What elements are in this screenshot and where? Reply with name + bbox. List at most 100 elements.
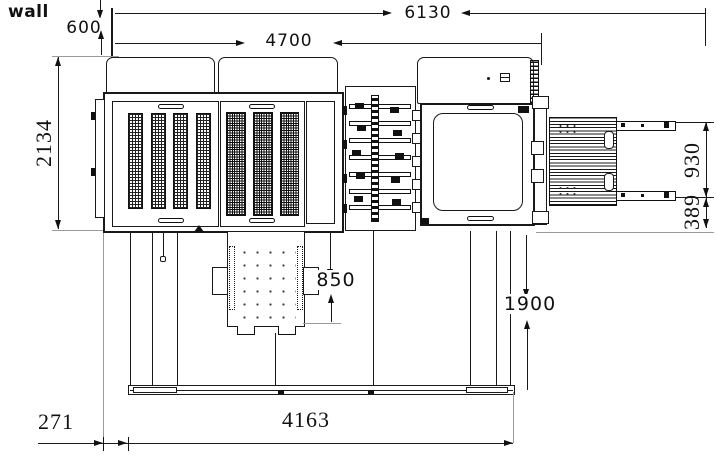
door-handle [158, 218, 184, 223]
feeder-hinge [342, 174, 347, 183]
base-rail-clamp [368, 390, 374, 394]
dim-2134-line [58, 57, 59, 229]
cabinet-hinge [412, 110, 421, 121]
dim-600-line [100, 0, 101, 12]
fork-bolt [621, 123, 625, 127]
base-rail-clamp [278, 390, 284, 394]
dim-271-arrow-1 [94, 440, 103, 446]
right-cabinet-side-wall [534, 96, 547, 225]
corner-latch [518, 106, 529, 113]
dim-600-line2 [101, 38, 102, 55]
left-cabinet-lid-2 [218, 57, 338, 95]
dim-389-arrow-up [703, 198, 709, 207]
stacker-fork-bottom [616, 191, 676, 201]
dim-1900-line-bottom [527, 329, 528, 390]
dim-4700-line-right [342, 43, 541, 44]
dim-base-offset: 271 [28, 411, 84, 433]
feeder-rail [349, 155, 411, 160]
side-panel-hinge [91, 168, 95, 176]
feeder-rail [349, 172, 411, 177]
feeder-hinge [342, 140, 347, 149]
fork-bolt [641, 194, 644, 197]
foot-marker [194, 225, 204, 232]
table-foot [237, 326, 255, 335]
door-handle [249, 218, 275, 223]
base-rail-inner-line [130, 390, 513, 391]
dim-1900-arrow-down [523, 289, 529, 298]
dim-1900-line-top [526, 235, 527, 291]
feeder-rail [349, 104, 411, 109]
feeder-gripper [392, 199, 401, 205]
dim-6130-arrow-left [461, 10, 470, 16]
dim-930-ext-mid [676, 197, 714, 198]
base-frame-left-edge [130, 233, 131, 388]
base-rail-foot [133, 387, 177, 393]
feeder-chain [371, 95, 379, 222]
dim-930-ext-top [676, 122, 714, 123]
stacker-slot [604, 131, 614, 149]
dim-4163-ext-right [513, 392, 514, 443]
vent-grille [151, 113, 166, 209]
vent-grille [128, 113, 143, 209]
stacker-fork-top [616, 121, 676, 131]
side-panel-hinge [91, 112, 95, 120]
fork-bolt [664, 192, 669, 198]
dim-base-length: 4163 [268, 409, 344, 431]
dim-271-ext-left [103, 233, 104, 443]
dim-389-arrow-down [703, 219, 709, 228]
table-edge-strip [297, 246, 303, 310]
dim-6130-ext [705, 8, 706, 46]
side-wall-cap [532, 211, 549, 224]
dim-930-arrow-down [703, 188, 709, 197]
dim-4700-ext [541, 33, 542, 65]
vent-grille-dense [280, 112, 299, 216]
door-handle [249, 104, 275, 109]
base-frame-post [275, 333, 276, 388]
dim-271-tick-left [103, 437, 104, 451]
dim-4700-line-left [115, 43, 236, 44]
dim-wall-clearance: 600 [64, 18, 104, 38]
cabinet-hinge [412, 156, 421, 167]
door-handle [467, 216, 494, 221]
feeder-bolt-row-top [350, 89, 410, 92]
dim-4163-arrow-right [504, 440, 513, 446]
dim-body-depth: 2134 [31, 119, 56, 167]
dim-2134-arrow-up [55, 57, 61, 66]
base-rail-foot [466, 387, 508, 393]
base-frame-post [177, 233, 178, 388]
fork-bolt [664, 122, 669, 128]
right-cabinet-lid [417, 57, 534, 104]
feeder-rail [349, 189, 411, 194]
wall-label: wall [8, 2, 49, 22]
vent-grille-dense [253, 112, 273, 216]
dim-6130-line-left [115, 13, 385, 14]
vent-grille-dense [226, 112, 246, 216]
side-wall-mount [531, 141, 544, 155]
dim-850-arrow-up [328, 294, 334, 303]
dim-850-line-top [330, 233, 331, 269]
indicator-dot [487, 77, 490, 80]
dim-6130-arrow-right [383, 10, 392, 16]
vent-grille [173, 113, 188, 209]
dim-600-arrow-down [97, 10, 103, 19]
cabinet-hinge [412, 202, 421, 213]
table-dot-grid [238, 246, 296, 322]
dim-bottom-line [38, 443, 513, 444]
stacker-bolts [557, 123, 579, 135]
right-cabinet-door [433, 113, 523, 211]
door-handle [158, 104, 184, 109]
pendant-end [160, 256, 166, 262]
control-button-line [501, 77, 509, 78]
left-cabinet-end-section [306, 101, 335, 224]
corner-latch [421, 218, 429, 224]
left-cabinet-bolt-row-bottom [112, 227, 337, 230]
feeder-gripper [356, 173, 365, 179]
dim-2134-ext-top [52, 56, 119, 57]
base-frame-post [152, 233, 153, 388]
dim-2134-ext-bottom [52, 230, 104, 231]
feeder-gripper [357, 125, 366, 131]
feeder-hinge [342, 106, 347, 115]
dim-850-line-bottom [331, 303, 332, 322]
feeder-rail [349, 205, 411, 210]
